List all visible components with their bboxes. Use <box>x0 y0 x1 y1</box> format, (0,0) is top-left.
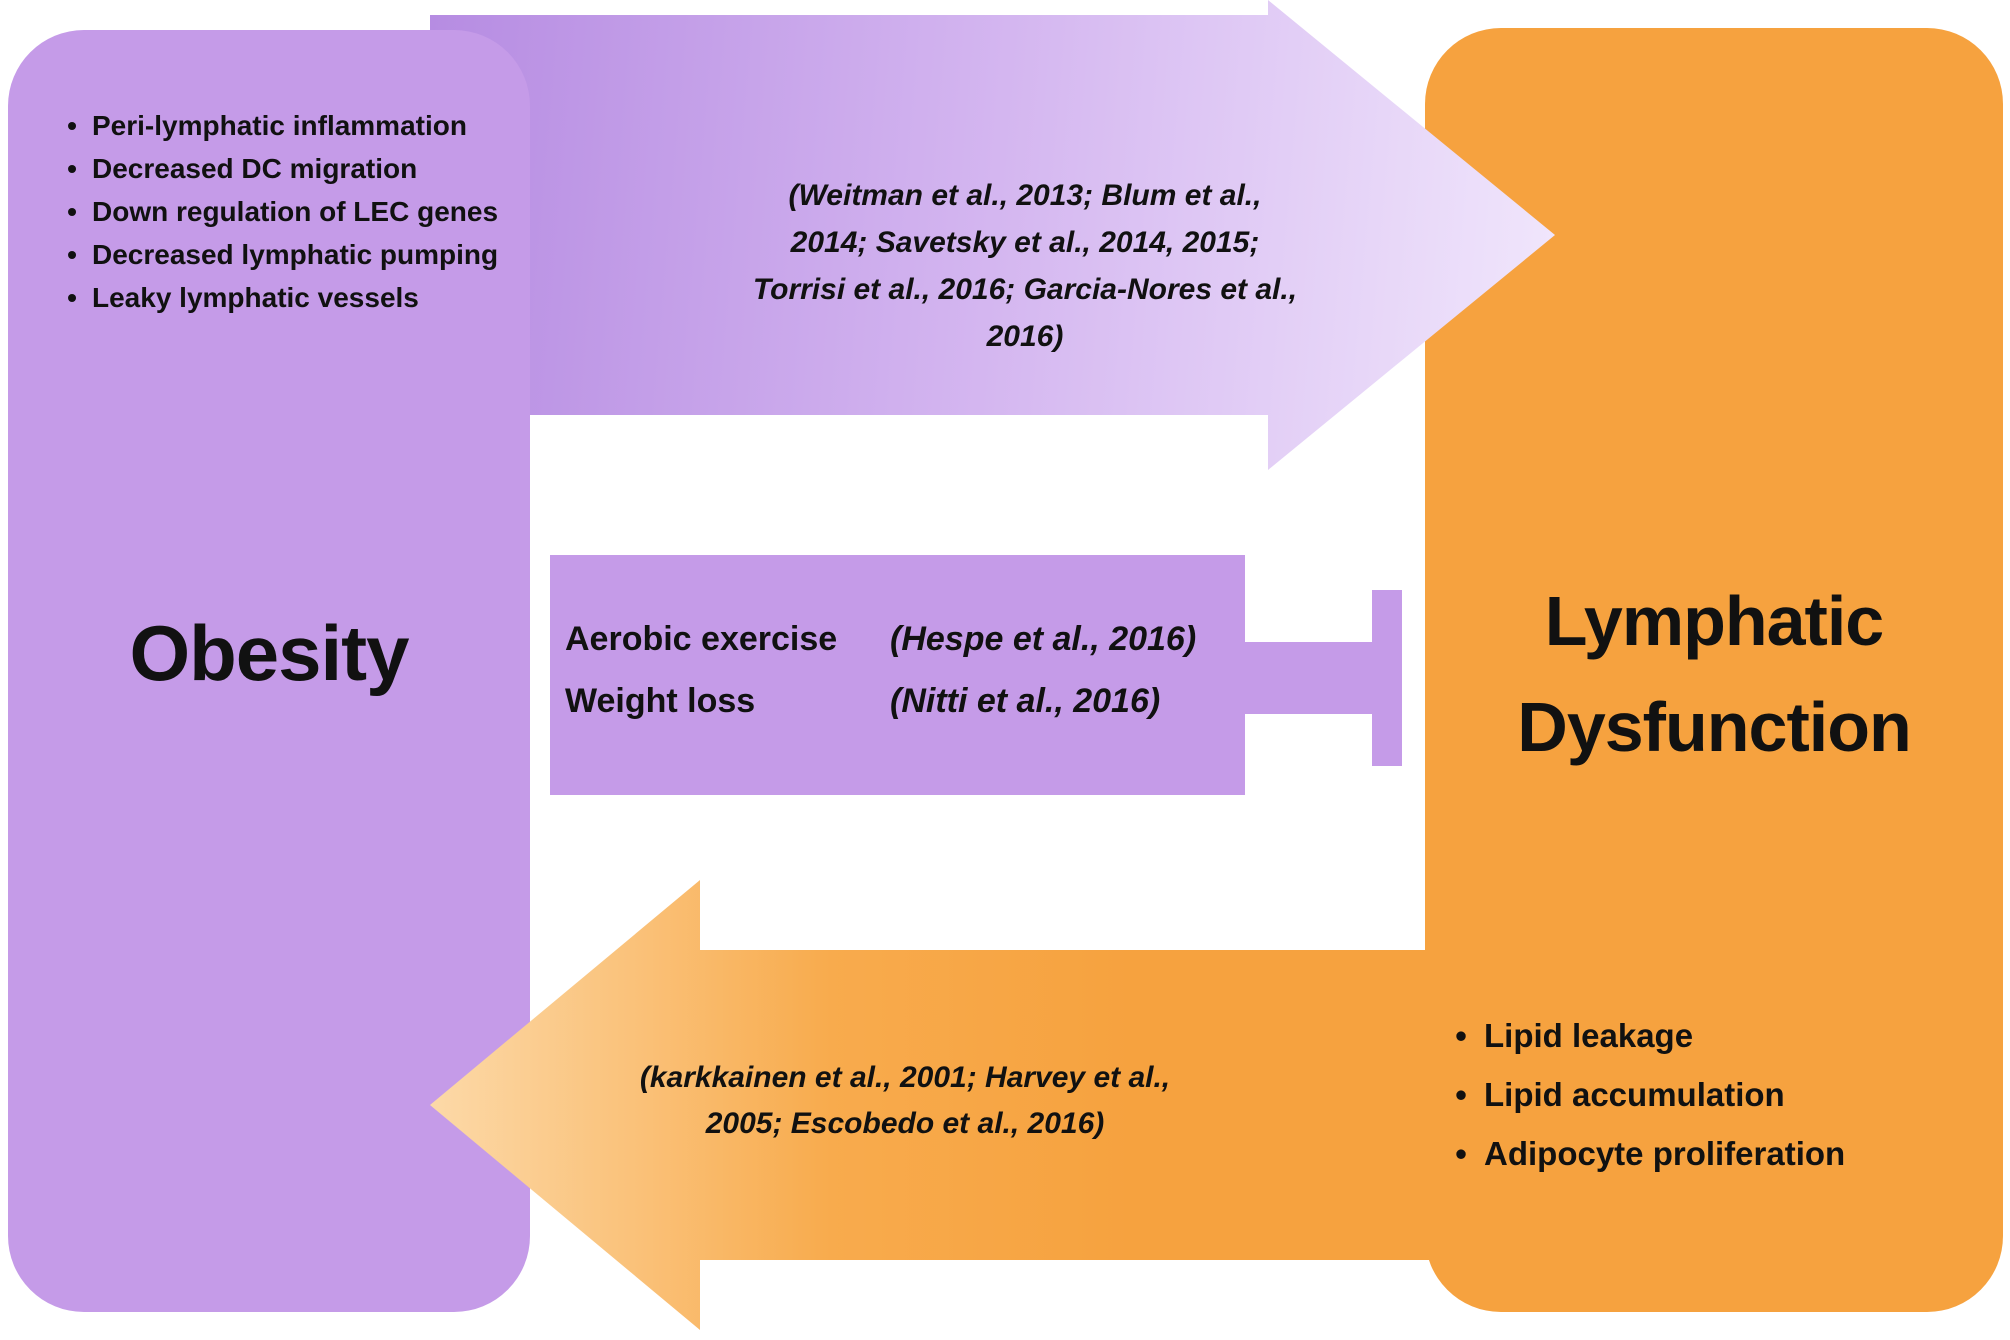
bullet-label: Decreased lymphatic pumping <box>92 239 499 270</box>
bullet-label: Down regulation of LEC genes <box>92 196 499 227</box>
bullet-dot: • <box>1455 1076 1467 1113</box>
list-item: • Lipid leakage <box>1438 1006 1978 1065</box>
bullet-label: Decreased DC migration <box>92 153 418 184</box>
list-item: • Down regulation of LEC genes <box>52 190 530 233</box>
inhibition-row: Weight loss (Nitti et al., 2016) <box>565 670 1235 732</box>
obesity-title: Obesity <box>129 609 409 697</box>
intervention-citation: (Nitti et al., 2016) <box>890 682 1161 720</box>
list-item: • Decreased DC migration <box>52 147 530 190</box>
bottom-arrow-citation: (karkkainen et al., 2001; Harvey et al.,… <box>605 1055 1205 1147</box>
bullet-label: Adipocyte proliferation <box>1484 1135 1846 1172</box>
inhibition-stem <box>1245 642 1373 714</box>
citation-line: (karkkainen et al., 2001; Harvey et al., <box>639 1061 1171 1094</box>
intervention-label: Aerobic exercise <box>565 620 838 658</box>
bullet-dot: • <box>1455 1017 1467 1054</box>
bullet-label: Peri-lymphatic inflammation <box>92 110 467 141</box>
bullet-dot: • <box>67 239 77 270</box>
lymphatic-dysfunction-title: Lymphatic Dysfunction <box>1425 568 2003 780</box>
intervention-label: Weight loss <box>565 682 756 720</box>
citation-line: 2005; Escobedo et al., 2016) <box>705 1107 1105 1140</box>
lymphatic-bullet-list: • Lipid leakage • Lipid accumulation • A… <box>1438 1006 1978 1183</box>
bullet-dot: • <box>67 110 77 141</box>
title-line: Lymphatic <box>1544 582 1884 660</box>
citation-line: Torrisi et al., 2016; Garcia-Nores et al… <box>752 273 1298 306</box>
list-item: • Leaky lymphatic vessels <box>52 276 530 319</box>
bullet-dot: • <box>1455 1135 1467 1172</box>
inhibition-tbar-end <box>1372 590 1402 766</box>
obesity-bullet-list: • Peri-lymphatic inflammation • Decrease… <box>52 104 530 319</box>
bullet-dot: • <box>67 153 77 184</box>
inhibition-bar <box>550 555 1245 795</box>
bullet-label: Lipid leakage <box>1484 1017 1694 1054</box>
list-item: • Lipid accumulation <box>1438 1065 1978 1124</box>
title-line: Dysfunction <box>1517 688 1911 766</box>
list-item: • Peri-lymphatic inflammation <box>52 104 530 147</box>
bullet-dot: • <box>67 282 77 313</box>
top-arrow-citation: (Weitman et al., 2013; Blum et al., 2014… <box>705 172 1345 360</box>
inhibition-row: Aerobic exercise (Hespe et al., 2016) <box>565 608 1235 670</box>
list-item: • Decreased lymphatic pumping <box>52 233 530 276</box>
bullet-label: Lipid accumulation <box>1484 1076 1785 1113</box>
list-item: • Adipocyte proliferation <box>1438 1124 1978 1183</box>
intervention-citation: (Hespe et al., 2016) <box>890 620 1197 658</box>
citation-line: 2016) <box>986 320 1064 353</box>
inhibition-text: Aerobic exercise (Hespe et al., 2016) We… <box>565 608 1235 732</box>
citation-line: 2014; Savetsky et al., 2014, 2015; <box>790 226 1260 259</box>
bullet-dot: • <box>67 196 77 227</box>
bullet-label: Leaky lymphatic vessels <box>92 282 419 313</box>
citation-line: (Weitman et al., 2013; Blum et al., <box>788 179 1262 212</box>
